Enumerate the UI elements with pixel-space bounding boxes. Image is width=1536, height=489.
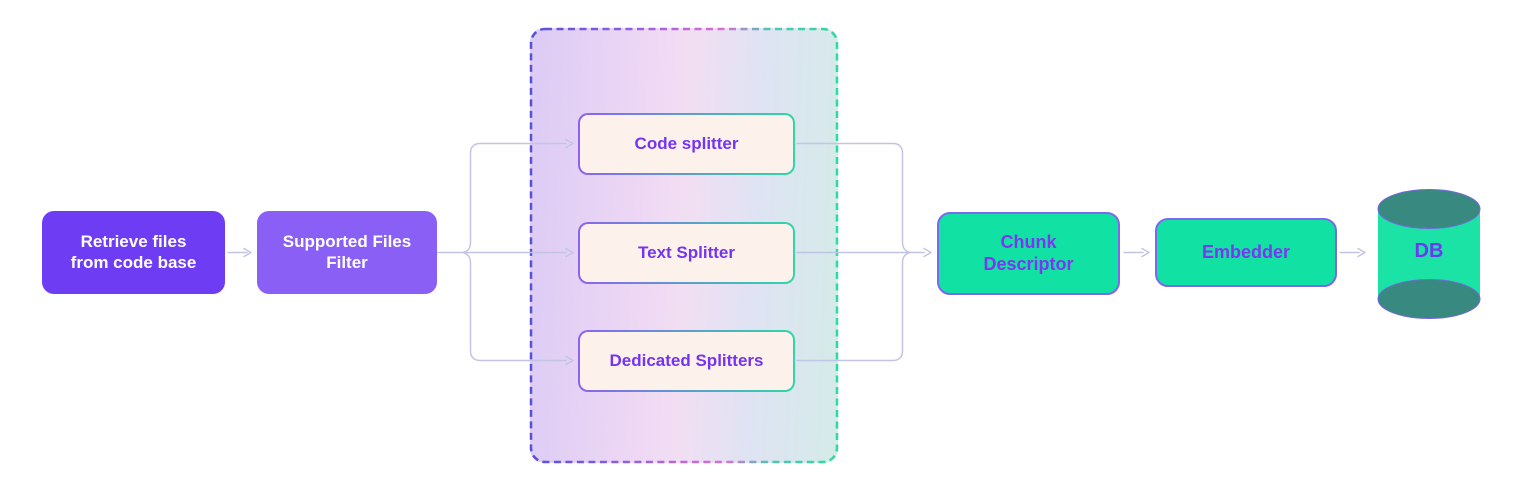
node-text-splitter-label: Text Splitter — [638, 242, 735, 262]
node-supported-files-filter-label-line2: Filter — [326, 252, 368, 272]
edge-retrieve-to-filter — [227, 247, 252, 258]
node-chunk-descriptor-label-line2: Descriptor — [983, 253, 1074, 274]
node-retrieve-files-label-line1: Retrieve files — [80, 231, 187, 251]
node-supported-files-filter: Supported Files Filter — [257, 211, 437, 294]
node-dedicated-splitters-label: Dedicated Splitters — [609, 350, 764, 370]
node-retrieve-files: Retrieve files from code base — [42, 211, 225, 294]
node-text-splitter: Text Splitter — [578, 222, 795, 284]
node-embedder-label: Embedder — [1201, 241, 1291, 262]
edge-embedder-to-db — [1339, 247, 1366, 258]
node-db-label: DB — [1414, 240, 1444, 262]
node-code-splitter-label: Code splitter — [634, 133, 739, 153]
node-chunk-descriptor: Chunk Descriptor — [937, 212, 1120, 295]
node-code-splitter: Code splitter — [578, 113, 795, 175]
node-dedicated-splitters: Dedicated Splitters — [578, 330, 795, 392]
node-chunk-descriptor-label-line1: Chunk — [1000, 231, 1057, 252]
edge-chunk-to-embedder — [1123, 247, 1150, 258]
node-retrieve-files-label-line2: from code base — [70, 252, 197, 272]
node-embedder: Embedder — [1155, 218, 1337, 287]
node-supported-files-filter-label-line1: Supported Files — [282, 231, 412, 251]
